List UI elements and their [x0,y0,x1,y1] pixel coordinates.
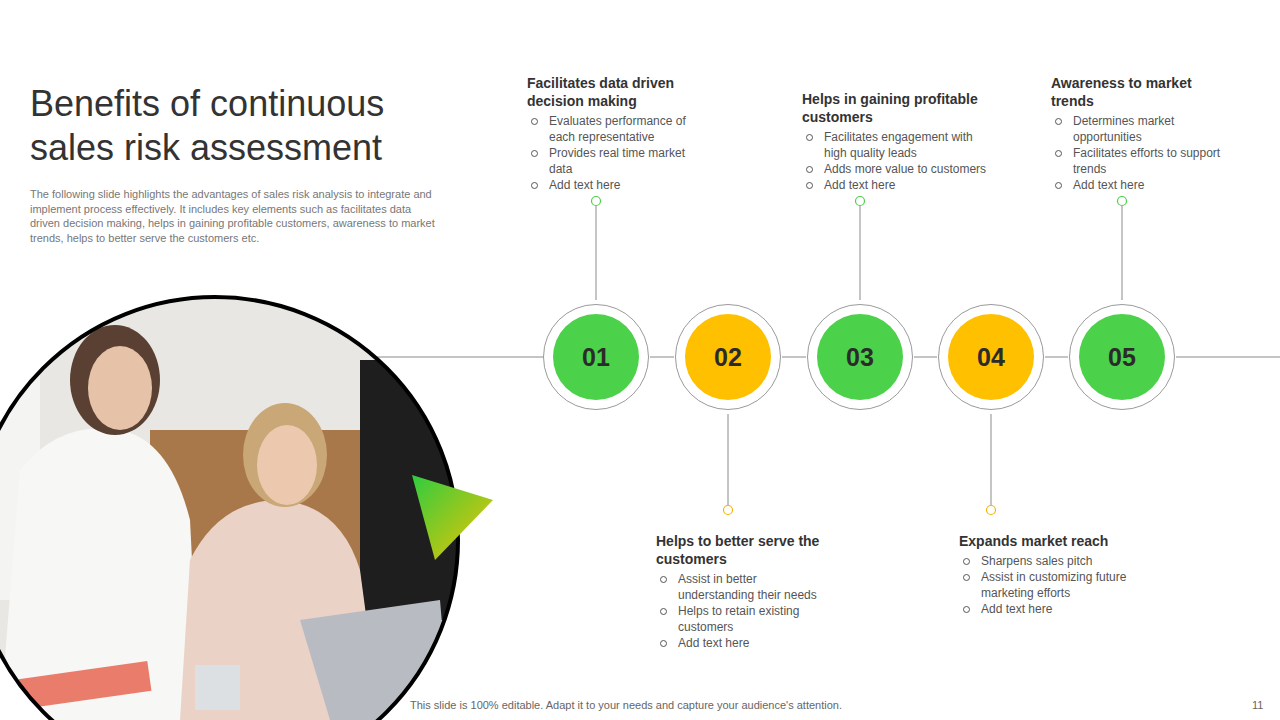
benefit-callout: Helps in gaining profitable customersFac… [802,90,997,193]
bullet-text: Assist in better understanding their nee… [678,572,817,602]
bullet-item: Evaluates performance of each representa… [527,113,705,145]
bullet-text: Add text here [824,178,895,192]
page-number: 11 [1252,699,1263,711]
timeline-connector [914,357,937,358]
timeline-line [360,357,545,358]
bullet-text: Determines market opportunities [1073,114,1174,144]
benefit-callout: Helps to better serve the customersAssis… [656,532,821,651]
timeline-circle: 03Helps in gaining profitable customersF… [806,303,914,411]
bullet-text: Assist in customizing future marketing e… [981,570,1126,600]
benefit-heading: Helps to better serve the customers [656,532,821,568]
leader-lines [596,206,1122,505]
photo-frame [0,297,458,720]
benefit-heading: Expands market reach [959,532,1129,550]
bullet-text: Facilitates engagement with high quality… [824,130,973,160]
bullet-item: Facilitates engagement with high quality… [802,129,997,161]
bullet-marker [806,182,813,189]
bullet-text: Add text here [981,602,1052,616]
callout-number: 03 [806,303,914,411]
timeline-circle: 02Helps to better serve the customersAss… [674,303,782,411]
bullet-text: Evaluates performance of each representa… [549,114,686,144]
timeline-line [1176,357,1280,358]
benefit-callout: Expands market reachSharpens sales pitch… [959,532,1129,617]
timeline-connector [1045,357,1068,358]
bullet-item: Add text here [1051,177,1229,193]
slide-title: Benefits of continuous sales risk assess… [30,82,460,170]
bullet-text: Add text here [549,178,620,192]
callout-number: 01 [542,303,650,411]
bullet-item: Assist in better understanding their nee… [656,571,821,603]
bullet-marker [660,576,667,583]
bullet-item: Assist in customizing future marketing e… [959,569,1129,601]
timeline-connector [782,357,806,358]
timeline-circle: 05Awareness to market trendsDetermines m… [1068,303,1176,411]
benefit-heading: Awareness to market trends [1051,74,1229,110]
bullet-item: Add text here [656,635,821,651]
timeline-connector [650,357,674,358]
bullet-marker [660,608,667,615]
bullet-marker [963,574,970,581]
bullet-item: Helps to retain existing customers [656,603,821,635]
bullet-item: Provides real time market data [527,145,705,177]
timeline-circle: 04Expands market reachSharpens sales pit… [937,303,1045,411]
leader-dots [592,197,1127,515]
bullet-item: Add text here [527,177,705,193]
footer-note: This slide is 100% editable. Adapt it to… [410,699,842,711]
timeline-circle: 01Facilitates data driven decision makin… [542,303,650,411]
bullet-text: Provides real time market data [549,146,685,176]
bullet-item: Add text here [802,177,997,193]
benefit-heading: Helps in gaining profitable customers [802,90,997,126]
benefit-callout: Awareness to market trendsDetermines mar… [1051,74,1229,193]
bullet-item: Sharpens sales pitch [959,553,1129,569]
description-text: The following slide highlights the advan… [30,187,435,245]
bullet-marker [806,134,813,141]
bullet-text: Sharpens sales pitch [981,554,1092,568]
callout-number: 02 [674,303,782,411]
bullet-text: Facilitates efforts to support trends [1073,146,1220,176]
bullet-text: Add text here [678,636,749,650]
benefit-heading: Facilitates data driven decision making [527,74,705,110]
bullet-marker [1055,150,1062,157]
photo [0,290,480,720]
bullet-item: Adds more value to customers [802,161,997,177]
bullet-marker [1055,182,1062,189]
bullet-marker [963,558,970,565]
bullet-marker [531,182,538,189]
bullet-marker [1055,118,1062,125]
bullet-marker [806,166,813,173]
bullet-marker [531,118,538,125]
bullet-marker [660,640,667,647]
callout-number: 05 [1068,303,1176,411]
bullet-item: Facilitates efforts to support trends [1051,145,1229,177]
bullet-item: Add text here [959,601,1129,617]
benefit-callout: Facilitates data driven decision makingE… [527,74,705,193]
bullet-text: Helps to retain existing customers [678,604,799,634]
bullet-text: Adds more value to customers [824,162,986,176]
bullet-marker [963,606,970,613]
bullet-item: Determines market opportunities [1051,113,1229,145]
callout-number: 04 [937,303,1045,411]
accent-triangle [412,475,493,560]
bullet-marker [531,150,538,157]
bullet-text: Add text here [1073,178,1144,192]
